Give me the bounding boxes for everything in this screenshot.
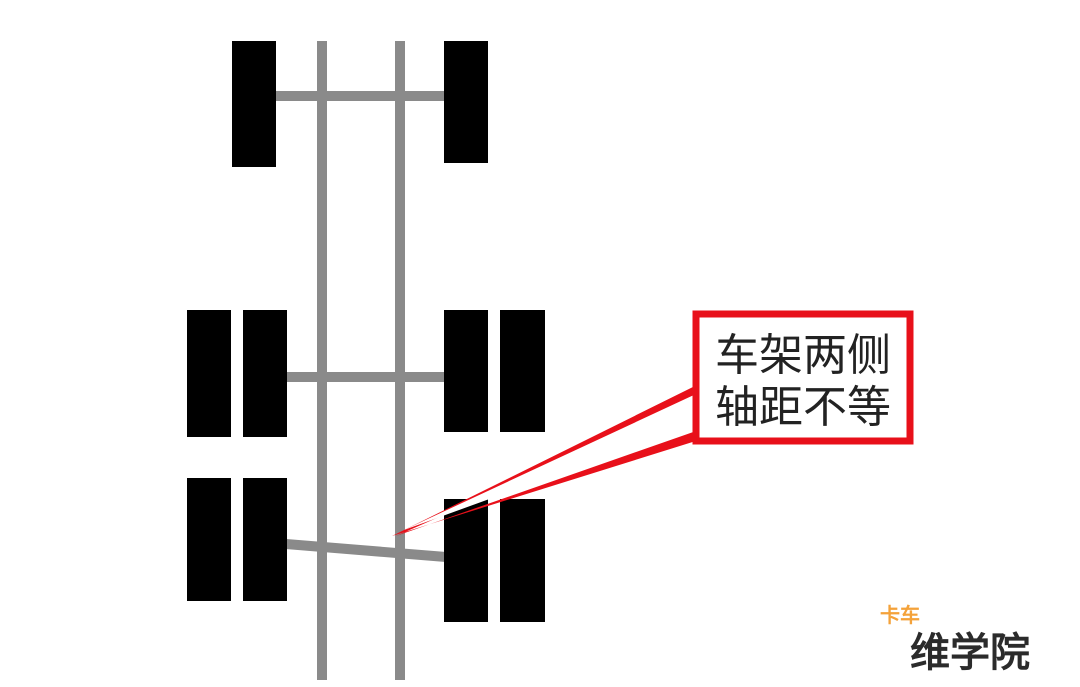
callout-line-1: 车架两侧 <box>715 330 891 381</box>
watermark-logo: 卡车 维学院 <box>880 603 1030 676</box>
middle-left-inner-wheel <box>243 310 287 437</box>
callout-pointer <box>392 384 699 536</box>
rear-right-outer-wheel <box>500 499 545 622</box>
watermark-main-text: 维学院 <box>910 630 1030 676</box>
middle-right-inner-wheel <box>444 310 488 432</box>
rear-right-inner-wheel <box>444 499 488 622</box>
middle-right-outer-wheel <box>500 310 545 432</box>
frame <box>276 41 447 680</box>
front-right-wheel <box>444 41 488 163</box>
callout-box <box>692 310 914 445</box>
rear-left-outer-wheel <box>187 478 231 601</box>
callout-line-2: 轴距不等 <box>715 382 891 433</box>
front-left-wheel <box>232 41 276 167</box>
rear-left-inner-wheel <box>243 478 287 601</box>
wheels <box>187 41 545 622</box>
rear-axle-skewed <box>285 539 447 562</box>
callout-pointer-inner <box>404 394 696 530</box>
watermark-top-text: 卡车 <box>880 603 920 627</box>
middle-left-outer-wheel <box>187 310 231 437</box>
